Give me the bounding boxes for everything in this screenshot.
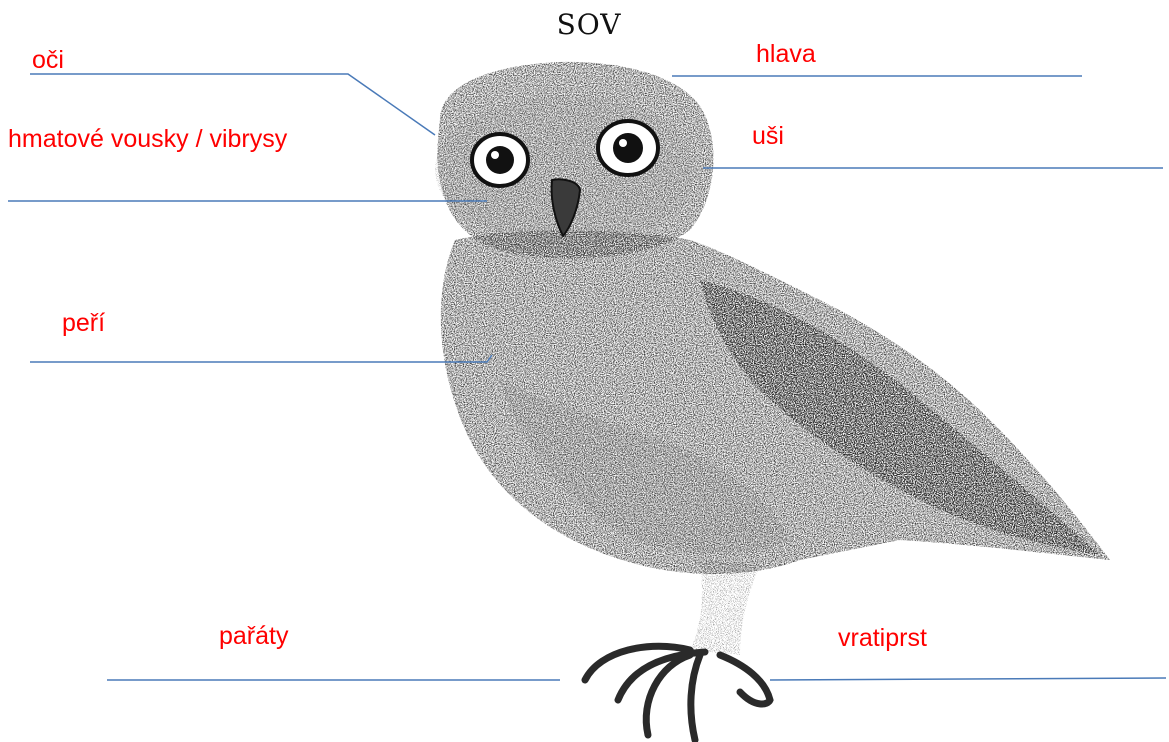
- owl-belly: [500, 380, 790, 555]
- leader-line-vratiprst: [769, 677, 1167, 681]
- owl-wing: [700, 280, 1100, 555]
- leader-line-peri: [30, 354, 493, 363]
- label-oci: oči: [32, 46, 64, 74]
- label-hmatove-vousky: hmatové vousky / vibrysy: [8, 125, 288, 153]
- leader-lines: [8, 73, 1167, 681]
- label-peri: peří: [62, 309, 106, 337]
- page-title: SOV: [556, 8, 622, 41]
- label-hlava: hlava: [756, 40, 816, 68]
- label-vratiprst: vratiprst: [838, 624, 927, 652]
- owl-eye-left: [470, 132, 530, 188]
- owl-beak: [550, 178, 582, 238]
- owl-eye-right: [596, 119, 660, 177]
- label-usi: uši: [752, 122, 784, 150]
- label-paraty: pařáty: [219, 622, 289, 650]
- owl-legs: [690, 560, 760, 655]
- owl-talons: [581, 642, 774, 742]
- owl-illustration: [435, 61, 1111, 742]
- leader-line-oci: [30, 73, 436, 136]
